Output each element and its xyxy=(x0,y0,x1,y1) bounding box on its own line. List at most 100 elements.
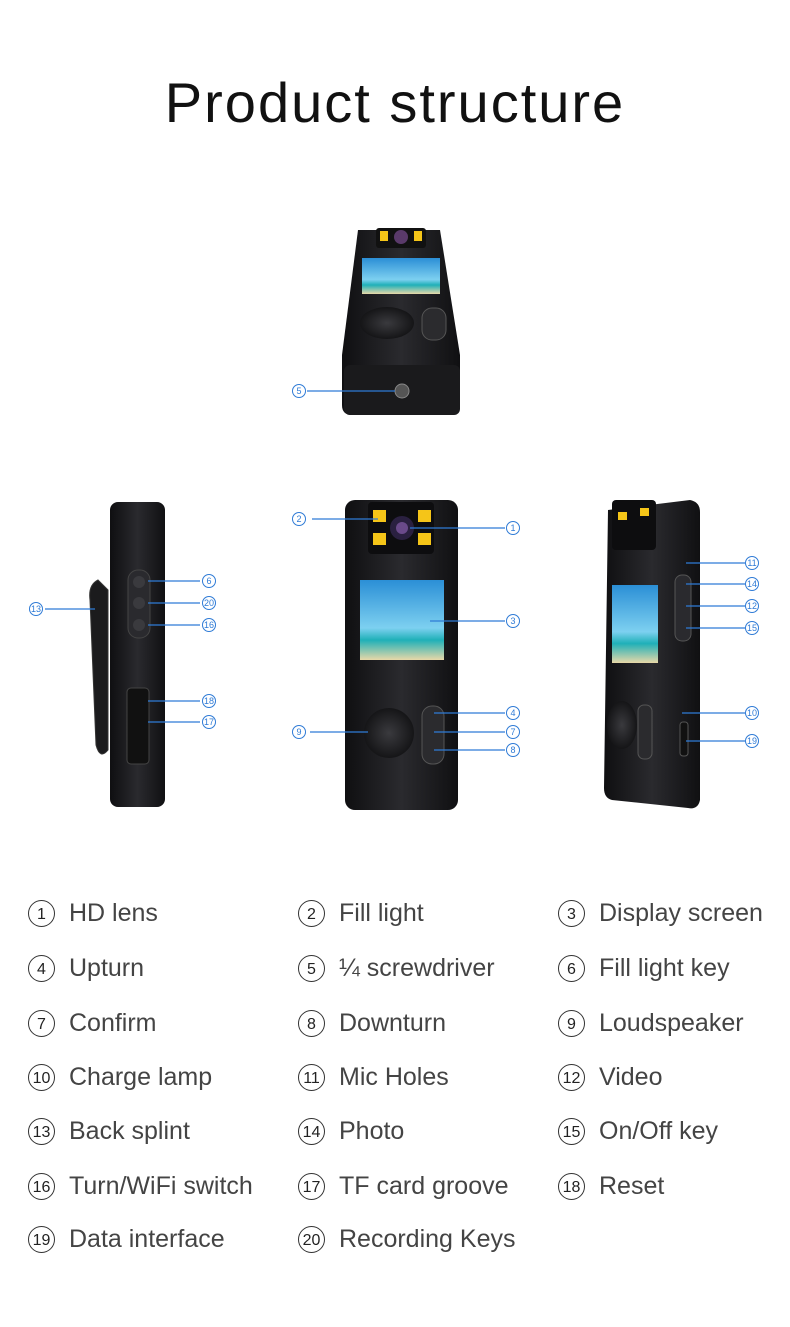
callout-13: 13 xyxy=(29,602,43,616)
svg-text:19: 19 xyxy=(747,736,757,746)
svg-text:14: 14 xyxy=(747,579,757,589)
callout-9: 9 xyxy=(292,725,306,739)
svg-text:3: 3 xyxy=(510,616,515,626)
legend-label: Turn/WiFi switch xyxy=(69,1172,253,1200)
legend-number: 2 xyxy=(298,900,325,927)
legend-label: Charge lamp xyxy=(69,1063,213,1091)
legend-item: 17 TF card groove xyxy=(298,1172,509,1201)
legend-label: Upturn xyxy=(69,954,145,982)
page-title: Product structure xyxy=(164,71,626,134)
legend-item: 16 Turn/WiFi switch xyxy=(28,1172,253,1201)
legend-number: 5 xyxy=(298,955,325,982)
svg-text:13: 13 xyxy=(31,604,41,614)
callout-8: 8 xyxy=(506,743,520,757)
legend-number: 6 xyxy=(558,955,585,982)
legend-item: 15 On/Off key xyxy=(558,1117,718,1146)
legend-number: 20 xyxy=(298,1226,325,1253)
legend-number: 9 xyxy=(558,1010,585,1037)
legend-label: Fill light xyxy=(339,899,424,927)
legend-item: 5 ¼ screwdriver xyxy=(298,954,495,983)
legend-item: 19 Data interface xyxy=(28,1225,225,1254)
svg-text:9: 9 xyxy=(296,727,301,737)
legend-label: Mic Holes xyxy=(339,1063,449,1091)
svg-text:2: 2 xyxy=(296,514,301,524)
legend-item: 20 Recording Keys xyxy=(298,1225,515,1254)
legend-label: Recording Keys xyxy=(339,1225,516,1253)
legend-label: Downturn xyxy=(339,1009,446,1037)
legend-item: 14 Photo xyxy=(298,1117,404,1146)
legend-label: ¼ screwdriver xyxy=(339,954,495,982)
svg-text:5: 5 xyxy=(296,386,301,396)
legend-label: Back splint xyxy=(69,1117,190,1145)
callout-14: 14 xyxy=(745,577,759,591)
svg-text:11: 11 xyxy=(747,558,756,568)
legend-number: 1 xyxy=(28,900,55,927)
legend-item: 12 Video xyxy=(558,1063,663,1092)
legend-number: 12 xyxy=(558,1064,585,1091)
legend-item: 8 Downturn xyxy=(298,1009,446,1038)
camera-angled-view xyxy=(604,500,745,809)
legend-label: Display screen xyxy=(599,899,763,927)
legend-label: Loudspeaker xyxy=(599,1009,744,1037)
legend-number: 8 xyxy=(298,1010,325,1037)
legend-item: 18 Reset xyxy=(558,1172,664,1201)
svg-text:4: 4 xyxy=(510,708,515,718)
svg-text:7: 7 xyxy=(510,727,515,737)
svg-text:20: 20 xyxy=(204,598,214,608)
legend-number: 14 xyxy=(298,1118,325,1145)
legend-label: Fill light key xyxy=(599,954,730,982)
legend-label: HD lens xyxy=(69,899,158,927)
callout-19: 19 xyxy=(745,734,759,748)
callout-1: 1 xyxy=(506,521,520,535)
legend-number: 15 xyxy=(558,1118,585,1145)
callout-3: 3 xyxy=(506,614,520,628)
product-diagram: 5 6 20 16 18 17 13 2 1 3 4 7 8 9 11 14 1… xyxy=(29,228,759,810)
legend-number: 16 xyxy=(28,1173,55,1200)
callout-16: 16 xyxy=(202,618,216,632)
legend-number: 4 xyxy=(28,955,55,982)
callout-12: 12 xyxy=(745,599,759,613)
svg-text:17: 17 xyxy=(204,717,214,727)
legend-number: 17 xyxy=(298,1173,325,1200)
legend-label: Photo xyxy=(339,1117,405,1145)
camera-left-view xyxy=(45,502,200,807)
legend-item: 10 Charge lamp xyxy=(28,1063,212,1092)
callout-18: 18 xyxy=(202,694,216,708)
legend-label: Confirm xyxy=(69,1009,157,1037)
camera-top-view xyxy=(307,228,460,415)
callout-7: 7 xyxy=(506,725,520,739)
svg-text:15: 15 xyxy=(747,623,757,633)
legend-item: 2 Fill light xyxy=(298,899,424,928)
legend-item: 4 Upturn xyxy=(28,954,144,983)
callout-10: 10 xyxy=(745,706,759,720)
svg-text:18: 18 xyxy=(204,696,214,706)
callout-6: 6 xyxy=(202,574,216,588)
svg-text:12: 12 xyxy=(747,601,757,611)
legend-item: 6 Fill light key xyxy=(558,954,730,983)
svg-text:6: 6 xyxy=(206,576,211,586)
legend-label: Data interface xyxy=(69,1225,225,1253)
legend-item: 3 Display screen xyxy=(558,899,763,928)
svg-text:1: 1 xyxy=(510,523,515,533)
legend-item: 1 HD lens xyxy=(28,899,158,928)
legend-number: 18 xyxy=(558,1173,585,1200)
legend-number: 7 xyxy=(28,1010,55,1037)
svg-text:16: 16 xyxy=(204,620,214,630)
callout-20: 20 xyxy=(202,596,216,610)
callout-15: 15 xyxy=(745,621,759,635)
legend-label: TF card groove xyxy=(339,1172,509,1200)
svg-text:10: 10 xyxy=(747,708,757,718)
legend-label: On/Off key xyxy=(599,1117,719,1145)
legend-number: 19 xyxy=(28,1226,55,1253)
legend-number: 11 xyxy=(298,1064,325,1091)
callout-17: 17 xyxy=(202,715,216,729)
legend-label: Video xyxy=(599,1063,663,1091)
legend-number: 3 xyxy=(558,900,585,927)
svg-text:8: 8 xyxy=(510,745,515,755)
legend-label: Reset xyxy=(599,1172,665,1200)
legend-item: 9 Loudspeaker xyxy=(558,1009,744,1038)
legend-number: 10 xyxy=(28,1064,55,1091)
callout-11: 11 xyxy=(745,556,759,570)
callout-4: 4 xyxy=(506,706,520,720)
